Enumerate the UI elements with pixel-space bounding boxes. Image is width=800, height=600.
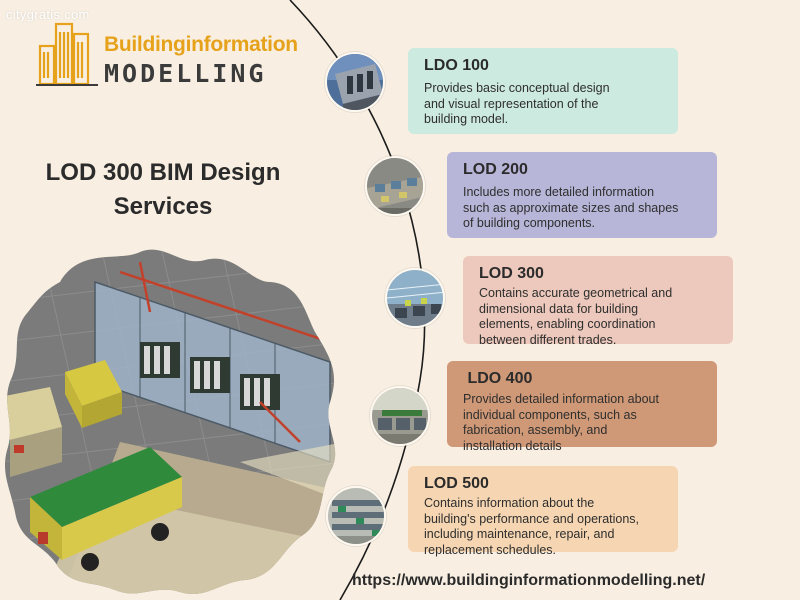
stage-title: LDO 400	[463, 370, 533, 387]
page-title: LOD 300 BIM Design Services	[45, 159, 281, 220]
lod400-thumbnail	[370, 386, 430, 446]
building-logo-icon	[36, 22, 98, 86]
lod200-thumbnail	[365, 156, 425, 216]
stage-description: Contains accurate geometrical and dimens…	[479, 286, 673, 347]
stage-card-lod400: LDO 400 Provides detailed information ab…	[447, 361, 717, 453]
stage-card-lod100: LDO 100 Provides basic conceptual design…	[408, 48, 678, 134]
website-url-link[interactable]: https://www.buildinginformationmodelling…	[352, 572, 706, 589]
stage-description: Contains information about the building'…	[424, 496, 640, 557]
brand-logo[interactable]: Buildinginformation MODELLING	[36, 18, 306, 88]
logo-line2: MODELLING	[104, 59, 267, 88]
stage-card-lod500: LOD 500 Contains information about the b…	[408, 466, 678, 557]
stage-card-lod300: LOD 300 Contains accurate geometrical an…	[463, 256, 733, 347]
logo-line1: Buildinginformation	[104, 33, 298, 56]
stage-card-lod200: LOD 200 Includes more detailed informati…	[447, 152, 717, 238]
lod100-thumbnail	[325, 52, 385, 112]
stage-description: Provides basic conceptual design and vis…	[424, 81, 610, 126]
stage-title: LOD 500	[424, 475, 489, 492]
stage-description: Includes more detailed information such …	[463, 185, 679, 230]
stage-title: LOD 300	[479, 265, 544, 282]
watermark-text: citygratis.com	[6, 7, 90, 22]
stage-title: LDO 100	[424, 57, 489, 74]
stage-description: Provides detailed information about indi…	[463, 392, 659, 453]
bim-model-illustration	[5, 249, 336, 595]
lod500-thumbnail	[326, 486, 386, 546]
stage-title: LOD 200	[463, 161, 528, 178]
lod300-thumbnail	[385, 268, 445, 328]
